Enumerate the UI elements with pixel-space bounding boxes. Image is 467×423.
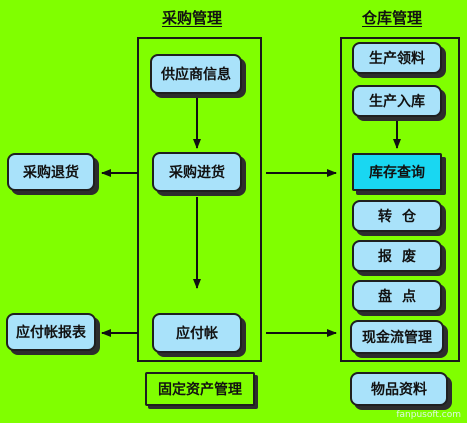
purchase-in-node[interactable]: 采购进货 [152,152,242,192]
materials-node[interactable]: 物品资料 [350,372,448,406]
production-pick-node[interactable]: 生产领料 [352,42,442,74]
watermark: fanpusoft.com [396,410,461,420]
payable-report-node[interactable]: 应付帐报表 [6,313,96,351]
stock-query-node[interactable]: 库存查询 [352,153,442,191]
transfer-node[interactable]: 转仓 [352,200,442,232]
supplier-info-node[interactable]: 供应商信息 [150,54,242,94]
cashflow-node[interactable]: 现金流管理 [350,320,444,354]
purchase-heading: 采购管理 [162,9,223,27]
production-in-node[interactable]: 生产入库 [352,85,442,117]
purchase-return-node[interactable]: 采购退货 [7,153,95,191]
fixed-assets-node[interactable]: 固定资产管理 [145,372,255,406]
payable-node[interactable]: 应付帐 [152,313,242,353]
purchase-frame [137,37,262,362]
inventory-node[interactable]: 盘点 [352,280,442,312]
scrap-node[interactable]: 报废 [352,240,442,272]
warehouse-heading: 仓库管理 [362,9,423,27]
warehouse-frame [340,37,460,362]
